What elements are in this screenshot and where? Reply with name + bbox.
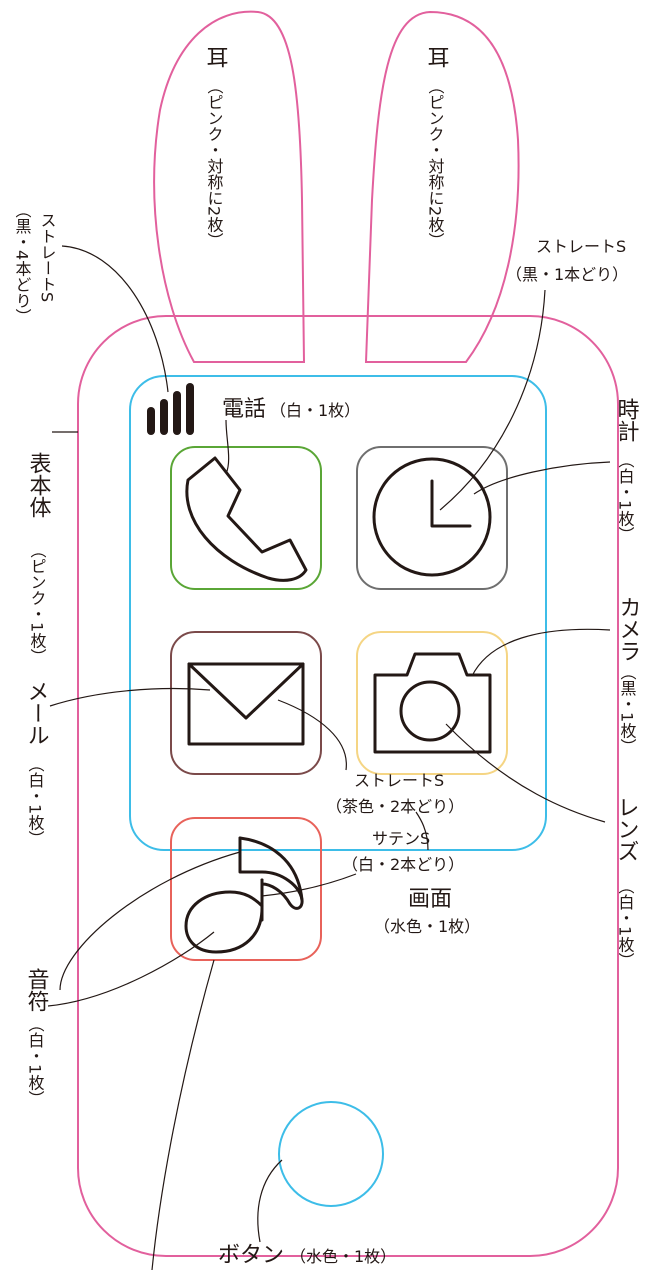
svg-text:（白・1枚）: （白・1枚） [26, 756, 45, 846]
svg-text:メール: メール [24, 680, 49, 746]
svg-text:耳: 耳 [203, 46, 228, 68]
svg-text:サテンS: サテンS [372, 829, 430, 848]
svg-text:ストレートS: ストレートS [354, 771, 444, 790]
svg-text:（水色・1枚）: （水色・1枚） [374, 917, 480, 936]
label-lens: レンズ （白・1枚） [614, 796, 639, 968]
label-mail: メール （白・1枚） [24, 680, 49, 846]
leader-lens [445, 723, 606, 823]
svg-text:（白・1枚）: （白・1枚） [270, 401, 360, 420]
leader-note-line [261, 873, 357, 897]
leader-screen [415, 811, 429, 851]
svg-text:（白・1枚）: （白・1枚） [26, 1016, 45, 1106]
svg-text:（茶色・2本どり）: （茶色・2本どり） [326, 797, 464, 816]
leader-music-1 [59, 851, 241, 991]
home-button [278, 1101, 384, 1207]
label-button: ボタン （水色・1枚） [218, 1243, 396, 1268]
svg-text:画面: 画面 [408, 887, 452, 912]
leader-envelope-line [277, 699, 347, 771]
label-screen: 画面 （水色・1枚） [374, 887, 480, 936]
svg-text:カメラ: カメラ [616, 596, 641, 662]
leader-camera [471, 628, 611, 677]
label-phone: 電話 （白・1枚） [222, 397, 360, 422]
leader-music-3 [151, 959, 215, 1271]
leader-clock [473, 461, 611, 495]
svg-text:ストレートS: ストレートS [536, 237, 626, 256]
label-note-line: サテンS （白・2本どり） [342, 829, 464, 874]
music-app-tile [170, 817, 322, 961]
svg-text:（白・1枚）: （白・1枚） [616, 452, 635, 542]
svg-text:耳: 耳 [424, 46, 449, 68]
svg-text:電話: 電話 [222, 397, 266, 422]
svg-text:（ピンク・対称に2枚）: （ピンク・対称に2枚） [426, 78, 445, 248]
leader-phone [225, 419, 230, 475]
label-body: 表本体 （ピンク・1枚） [26, 452, 52, 664]
leader-music-2 [47, 931, 215, 1007]
camera-app-tile [356, 631, 508, 775]
ear-left [153, 10, 306, 363]
label-ear-right: 耳 （ピンク・対称に2枚） [424, 46, 449, 248]
label-antenna: ストレートS （黒・4本どり） [13, 202, 57, 324]
label-clock-hands: ストレートS （黒・1本どり） [506, 237, 628, 284]
svg-text:（黒・4本どり）: （黒・4本どり） [13, 202, 32, 324]
svg-text:レンズ: レンズ [614, 796, 639, 862]
phone-icon [185, 456, 308, 582]
leader-mail [49, 687, 211, 707]
camera-icon [373, 652, 492, 754]
label-music: 音符 （白・1枚） [24, 968, 50, 1106]
clock-app-tile [356, 446, 508, 590]
clock-icon [372, 457, 492, 577]
svg-text:ボタン: ボタン [218, 1243, 284, 1268]
svg-text:音符: 音符 [24, 968, 50, 1012]
svg-text:（白・1枚）: （白・1枚） [616, 878, 635, 968]
leader-clock-hands [439, 289, 546, 511]
svg-text:表本体: 表本体 [26, 452, 52, 518]
label-camera: カメラ （黒・1枚） [616, 596, 641, 754]
leader-button [257, 1159, 283, 1243]
label-clock: 時計 （白・1枚） [614, 398, 639, 542]
svg-text:（水色・1枚）: （水色・1枚） [290, 1247, 396, 1266]
mail-app-tile [170, 631, 322, 775]
label-envelope-line: ストレートS （茶色・2本どり） [326, 771, 464, 816]
mail-icon [187, 662, 305, 746]
phone-app-tile [170, 446, 322, 590]
phone-screen [129, 375, 547, 851]
svg-text:時計: 時計 [614, 398, 639, 442]
svg-text:（ピンク・対称に2枚）: （ピンク・対称に2枚） [205, 78, 224, 248]
leader-antenna [61, 245, 169, 393]
phone-body [77, 315, 619, 1257]
svg-text:（白・2本どり）: （白・2本どり） [342, 855, 464, 874]
label-ear-left: 耳 （ピンク・対称に2枚） [203, 46, 228, 248]
signal-bars-icon [147, 383, 194, 435]
svg-text:（ピンク・1枚）: （ピンク・1枚） [28, 542, 47, 664]
svg-text:ストレートS: ストレートS [38, 212, 57, 302]
ear-right [364, 10, 520, 363]
svg-text:（黒・1本どり）: （黒・1本どり） [506, 265, 628, 284]
music-note-icon [184, 836, 304, 954]
svg-text:（黒・1枚）: （黒・1枚） [618, 664, 637, 754]
